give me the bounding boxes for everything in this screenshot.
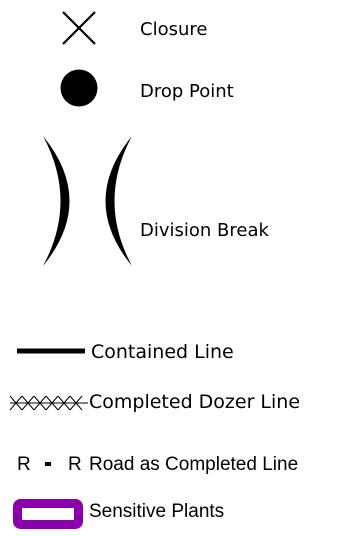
closure-label: Closure (140, 19, 208, 40)
filled-circle-icon (60, 69, 98, 107)
road-symbol-r-right: R (68, 454, 82, 475)
division-break-icon (43, 136, 132, 266)
sensitive-plants-label: Sensitive Plants (89, 501, 225, 522)
division-break-label: Division Break (140, 220, 269, 241)
road-as-completed-line-label: Road as Completed Line (89, 454, 299, 475)
x-mark-icon (62, 11, 96, 45)
road-symbol-r-left: R (17, 454, 31, 475)
contained-line-label: Contained Line (91, 341, 234, 363)
purple-rectangle-icon (13, 499, 83, 529)
drop-point-label: Drop Point (140, 81, 234, 102)
road-dash-icon (45, 462, 51, 466)
crosshatch-line-icon (9, 395, 88, 411)
thick-line-icon (17, 348, 85, 354)
completed-dozer-line-label: Completed Dozer Line (89, 391, 301, 413)
